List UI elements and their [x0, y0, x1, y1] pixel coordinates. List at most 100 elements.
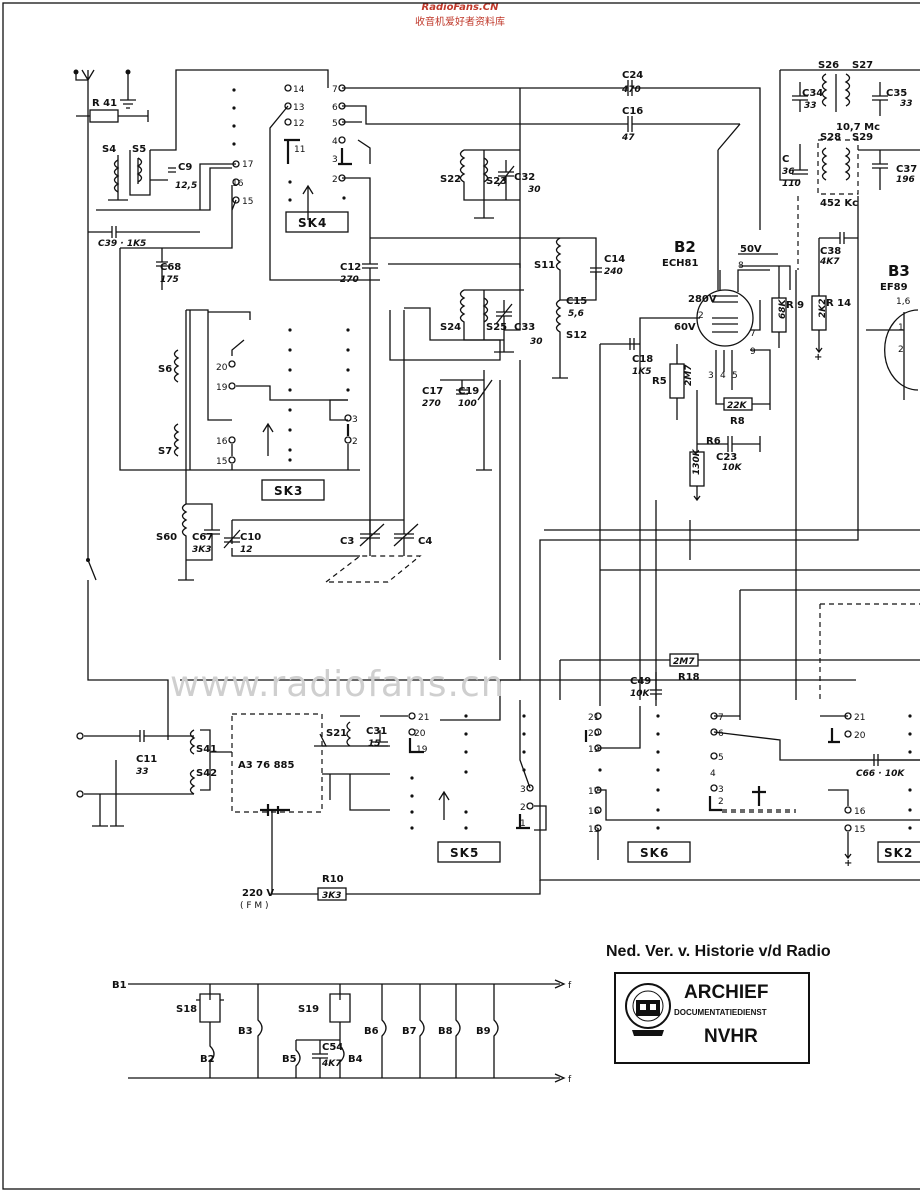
credit-text: Ned. Ver. v. Historie v/d Radio	[606, 943, 831, 960]
C12-label: C12	[340, 262, 361, 273]
archive-stamp: ARCHIEF DOCUMENTATIEDIENST NVHR	[614, 972, 810, 1064]
sk5-pin-2: 2	[520, 803, 526, 813]
switch-SK3: S6 S7 20 19 16 15 3 2 SK3	[158, 309, 360, 501]
R9-value: 68K	[778, 298, 788, 319]
R5-value: 2M7	[684, 364, 694, 386]
S7-label: S7	[158, 446, 172, 457]
R18-label: R18	[678, 672, 700, 683]
B6-fil-label: B6	[364, 1026, 379, 1037]
C31-value: 15	[368, 739, 381, 749]
antenna-input: R 41	[73, 69, 149, 560]
C9-value: 12,5	[175, 181, 197, 191]
voltage-50: 50V	[740, 244, 762, 255]
B8-fil-label: B8	[438, 1026, 453, 1037]
R14-value: 2K2	[818, 299, 828, 319]
S4-label: S4	[102, 144, 116, 155]
S11-label: S11	[534, 260, 555, 271]
C24-label: C24	[622, 70, 643, 81]
C54-label: C54	[322, 1042, 343, 1053]
C37-value: 196	[896, 175, 915, 185]
caps-C39-C68: C39 · 1K5 C68 175	[88, 167, 233, 471]
SK4-label: SK4	[298, 216, 327, 230]
C23-value: 10K	[722, 463, 743, 473]
stamp-line1: ARCHIEF	[684, 982, 769, 1003]
caps-C17-C19: C17 270 C19 100	[389, 307, 501, 471]
switch-SK2: 21 20 C66 · 10K 16 15 + SK2	[820, 712, 920, 869]
freq-fm: 10,7 Mc	[836, 122, 880, 133]
SK3-box	[261, 479, 325, 501]
C10-label: C10	[240, 532, 261, 543]
b3-pin-1: 1	[898, 323, 904, 333]
C16-label: C16	[622, 106, 643, 117]
sk6-pin-4: 4	[710, 769, 716, 779]
C4-label: C4	[418, 536, 432, 547]
S5-label: S5	[132, 144, 146, 155]
C38-label: C38	[820, 246, 841, 257]
f-bottom: f	[568, 1075, 572, 1085]
S42-label: S42	[196, 768, 217, 779]
fm-note: ( F M )	[240, 901, 269, 911]
SK6-label: SK6	[640, 846, 669, 860]
S6-label: S6	[158, 364, 172, 375]
fm-input: C11 33 S41 S42	[76, 558, 856, 827]
S28-label: S28	[820, 132, 841, 143]
C66-label: C66 · 10K	[856, 769, 905, 779]
freq-am: 452 Kc	[820, 198, 858, 209]
site-header: RadioFans.CN 收音机爱好者资料库	[300, 2, 620, 28]
SK3-label: SK3	[274, 484, 303, 498]
S26-label: S26	[818, 60, 839, 71]
R6-label: R6	[706, 436, 721, 447]
S21-label: S21	[326, 728, 347, 739]
if-transformers: C34 33 S26 S27 10,7 Mc C35 33 S28 S29 45…	[539, 60, 920, 881]
b2-pin-5: 5	[732, 371, 738, 381]
sk2-pin-15: 15	[854, 825, 865, 835]
b2-bias: C18 1K5 R5 2M7 130K R6 C23 10K 22K R8	[600, 338, 770, 502]
pin-4: 4	[332, 137, 338, 147]
C37-label: C37	[896, 164, 917, 175]
S22-label: S22	[440, 174, 461, 185]
C17-value: 270	[422, 399, 441, 409]
coil-S4-S5: S4 S5 C9 12,5	[102, 69, 329, 201]
C38-value: 4K7	[819, 257, 840, 267]
R10-label: R10	[322, 874, 344, 885]
C16-value: 47	[621, 133, 635, 143]
sk6-pin-20: 20	[588, 729, 600, 739]
B3-name: B3	[888, 262, 910, 280]
C39-label: C39 · 1K5	[98, 239, 146, 249]
b2-pin-7: 7	[750, 329, 756, 339]
B2-type: ECH81	[662, 258, 698, 269]
pin-6: 6	[332, 103, 338, 113]
svg-text:+: +	[814, 352, 822, 363]
sk6-pin-15: 15	[588, 825, 599, 835]
tank-S22-S23: S22 S23 C32 30	[440, 149, 541, 219]
C36-label: C	[782, 154, 789, 165]
SK4-box	[285, 211, 349, 233]
b2-pin-4: 4	[720, 371, 726, 381]
S25-label: S25	[486, 322, 507, 333]
C68-value: 175	[160, 275, 179, 285]
pin-20: 20	[216, 363, 228, 373]
R6-value: 130K	[692, 448, 702, 475]
R8-label: R8	[730, 416, 745, 427]
pin-14: 14	[293, 85, 305, 95]
pin-12: 12	[293, 119, 304, 129]
sk6-pin-16: 16	[588, 807, 600, 817]
sk6-pin-21: 21	[588, 713, 599, 723]
pin-15: 15	[242, 197, 253, 207]
sk6-pin-7: 7	[718, 713, 724, 723]
C18-label: C18	[632, 354, 653, 365]
site-name-cn: 收音机爱好者资料库	[415, 17, 505, 28]
switch-SK4: 17 16 15 14 13 12 11 7 6 5 4 3 2 SK4	[199, 84, 600, 281]
sk6-pin-3: 3	[718, 785, 724, 795]
pin-3: 3	[332, 155, 338, 165]
pin-7: 7	[332, 85, 338, 95]
C32-label: C32	[514, 172, 535, 183]
watermark: www.radiofans.cn	[170, 664, 505, 705]
b2-pin-9: 9	[750, 347, 756, 357]
C14-value: 240	[604, 267, 623, 277]
tube-B2: B2 ECH81 280V 60V 50V 8 7 9 2 3 4 5	[639, 123, 791, 410]
module-label: A3 76 885	[238, 760, 294, 771]
B2-fil-label: B2	[200, 1054, 215, 1065]
C24-value: 470	[621, 85, 641, 95]
